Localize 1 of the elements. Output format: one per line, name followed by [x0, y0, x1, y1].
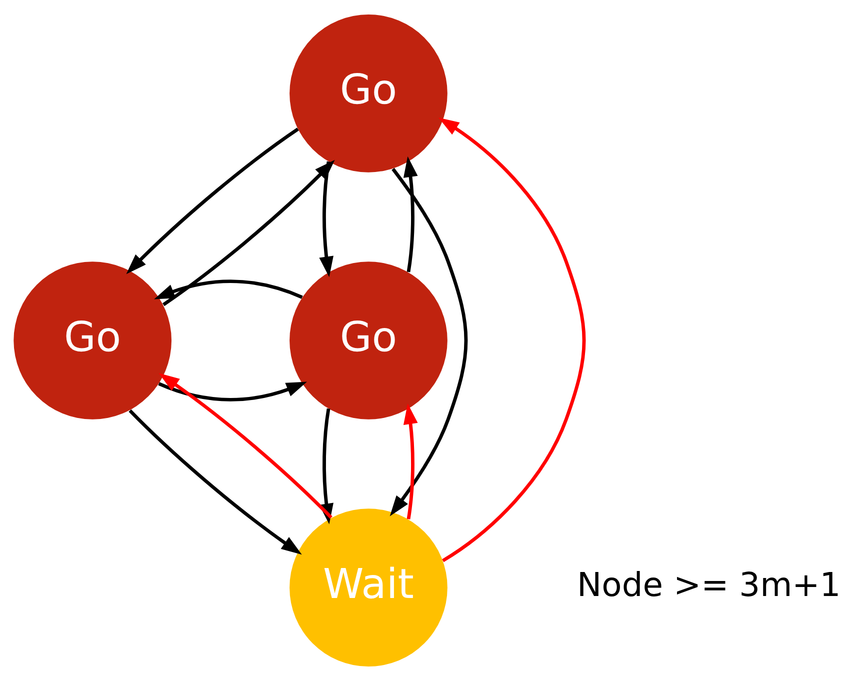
label: Node >= 3m+1 — [577, 565, 841, 604]
